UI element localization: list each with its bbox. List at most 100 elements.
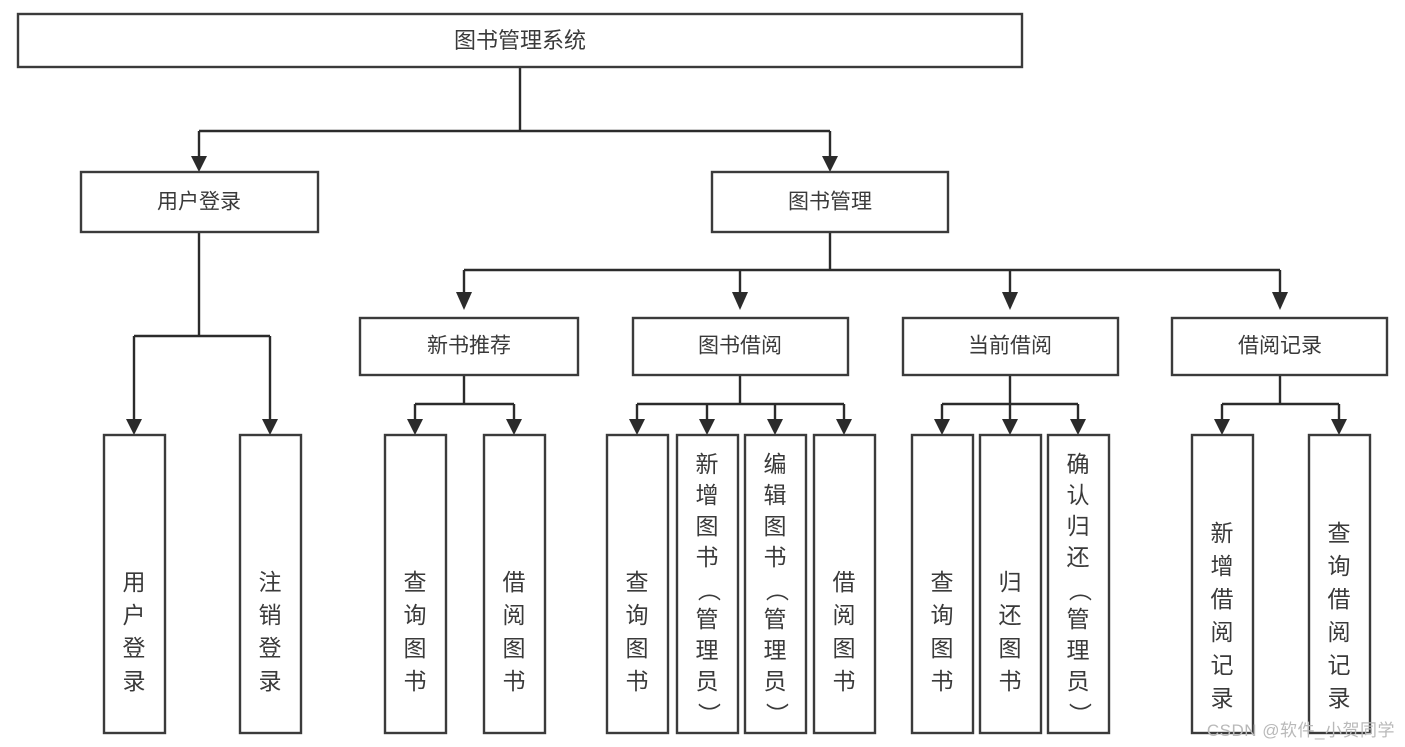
- leaf-node-br-query-record-box[interactable]: [1307, 433, 1372, 735]
- node-new-book-recommend[interactable]: 新书推荐: [358, 316, 580, 377]
- arrow-head-leaf-user-login: [126, 419, 142, 435]
- svg-text:辑: 辑: [764, 482, 787, 508]
- leaf-node-user-login[interactable]: 用户登录: [102, 433, 167, 735]
- node-book-borrow-box[interactable]: [631, 316, 850, 377]
- arrow-head-bb-leaf-4: [836, 419, 852, 435]
- node-borrow-record-box[interactable]: [1170, 316, 1389, 377]
- svg-text:记: 记: [1211, 652, 1234, 678]
- leaf-node-cb-query-book-box[interactable]: [910, 433, 975, 735]
- svg-text:（: （: [1067, 579, 1093, 602]
- svg-text:书: 书: [626, 668, 649, 694]
- arrow-head-bb-leaf-1: [629, 419, 645, 435]
- leaf-node-nb-query-book-box[interactable]: [383, 433, 448, 735]
- leaf-node-nb-borrow-book-box[interactable]: [482, 433, 547, 735]
- svg-text:户: 户: [123, 602, 146, 628]
- svg-text:借: 借: [1328, 586, 1351, 612]
- svg-text:阅: 阅: [503, 602, 526, 628]
- node-root-box[interactable]: [16, 12, 1024, 69]
- arrow-head-cb-leaf-1: [934, 419, 950, 435]
- svg-text:归: 归: [1067, 513, 1090, 539]
- leaf-node-user-login-box[interactable]: [102, 433, 167, 735]
- arrow-head-book-borrow: [732, 292, 748, 310]
- leaf-node-cb-confirm-return-box[interactable]: [1046, 433, 1111, 735]
- connector-group-current-borrow: [934, 375, 1086, 435]
- svg-text:图: 图: [931, 635, 954, 661]
- node-book-management[interactable]: 图书管理: [710, 170, 950, 234]
- node-user-login-box[interactable]: [79, 170, 320, 234]
- svg-text:录: 录: [259, 668, 282, 694]
- svg-text:注: 注: [259, 569, 282, 595]
- svg-text:还: 还: [1067, 544, 1090, 570]
- arrow-head-current-borrow: [1002, 292, 1018, 310]
- svg-text:）: ）: [764, 703, 790, 726]
- arrow-head-cb-leaf-2: [1002, 419, 1018, 435]
- svg-text:销: 销: [259, 602, 282, 628]
- svg-text:借: 借: [833, 569, 856, 595]
- connector-group-book-borrow: [629, 375, 852, 435]
- leaf-node-bb-query-book-box[interactable]: [605, 433, 670, 735]
- svg-text:图: 图: [764, 513, 787, 539]
- leaf-node-bb-add-book-box[interactable]: [675, 433, 740, 735]
- arrow-head-bb-leaf-3: [767, 419, 783, 435]
- svg-text:认: 认: [1067, 482, 1090, 508]
- node-current-borrow[interactable]: 当前借阅: [901, 316, 1120, 377]
- node-borrow-record[interactable]: 借阅记录: [1170, 316, 1389, 377]
- svg-text:图: 图: [503, 635, 526, 661]
- arrow-head-borrow-record: [1272, 292, 1288, 310]
- svg-text:借: 借: [1211, 586, 1234, 612]
- svg-text:书: 书: [833, 668, 856, 694]
- svg-text:理: 理: [764, 637, 787, 663]
- svg-text:新: 新: [696, 451, 719, 477]
- leaf-node-cb-return-book-box[interactable]: [978, 433, 1043, 735]
- leaf-node-bb-edit-book-box[interactable]: [743, 433, 808, 735]
- svg-text:询: 询: [404, 602, 427, 628]
- node-root-book-management-system[interactable]: 图书管理系统: [16, 12, 1024, 69]
- svg-text:员: 员: [1067, 668, 1090, 694]
- leaf-node-br-add-record-box[interactable]: [1190, 433, 1255, 735]
- node-book-management-box[interactable]: [710, 170, 950, 234]
- svg-text:借: 借: [503, 569, 526, 595]
- leaf-node-bb-borrow-book-box[interactable]: [812, 433, 877, 735]
- svg-text:员: 员: [764, 668, 787, 694]
- leaf-node-logout-box[interactable]: [238, 433, 303, 735]
- svg-text:理: 理: [1067, 637, 1090, 663]
- node-book-borrow-label: 图书借阅: [698, 335, 782, 358]
- svg-text:管: 管: [1067, 606, 1090, 632]
- svg-text:查: 查: [931, 569, 954, 595]
- svg-text:）: ）: [1067, 703, 1093, 726]
- svg-text:图: 图: [833, 635, 856, 661]
- node-new-book-recommend-label: 新书推荐: [427, 335, 511, 358]
- svg-text:书: 书: [999, 668, 1022, 694]
- svg-text:登: 登: [123, 635, 146, 661]
- node-user-login[interactable]: 用户登录: [79, 170, 320, 234]
- node-current-borrow-box[interactable]: [901, 316, 1120, 377]
- arrow-head-bb-leaf-2: [699, 419, 715, 435]
- svg-text:记: 记: [1328, 652, 1351, 678]
- node-new-book-recommend-box[interactable]: [358, 316, 580, 377]
- node-book-borrow[interactable]: 图书借阅: [631, 316, 850, 377]
- arrow-head-new-book: [456, 292, 472, 310]
